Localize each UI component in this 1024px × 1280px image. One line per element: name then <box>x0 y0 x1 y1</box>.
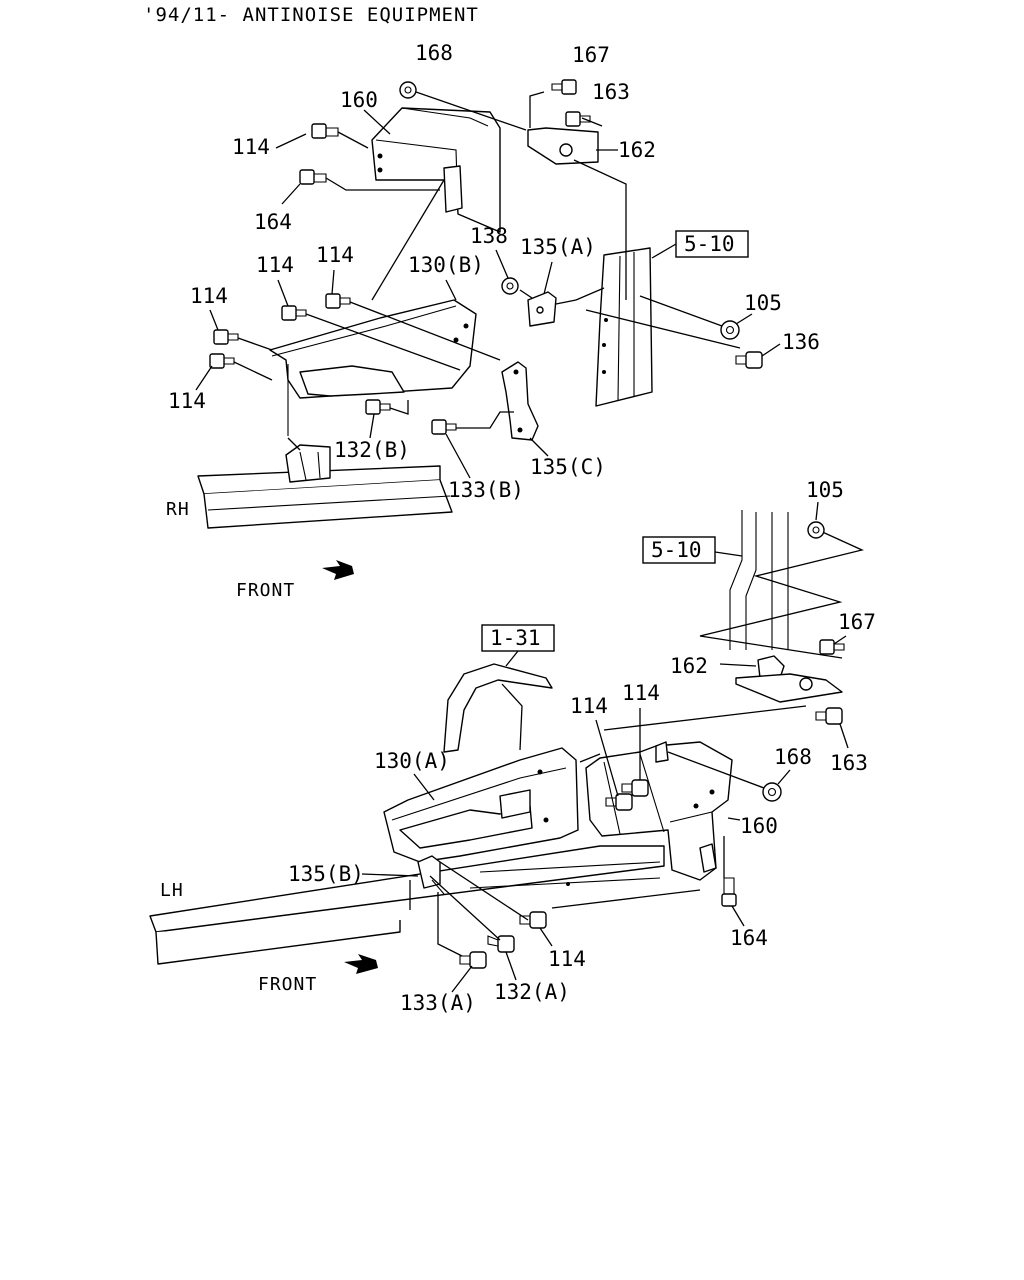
label-114: 114 <box>256 253 294 277</box>
bolt-icon <box>487 935 515 953</box>
lh-assembly: 5-10 1-31 105 167 162 114 114 130(A) 168… <box>149 478 876 1015</box>
lh-ref-box-5-10 <box>642 536 716 564</box>
label-162: 162 <box>618 138 656 162</box>
label-135b: 135(B) <box>288 862 364 886</box>
nut-icon <box>399 81 417 99</box>
label-164: 164 <box>254 210 292 234</box>
lh-ref-label-5-10: 5-10 <box>651 538 702 562</box>
bolt-icon <box>819 639 845 655</box>
lh-front-label: FRONT <box>258 974 317 995</box>
label-168: 168 <box>415 41 453 65</box>
label-167: 167 <box>572 43 610 67</box>
label-168: 168 <box>774 745 812 769</box>
lh-leader-lines <box>409 663 807 957</box>
bolt-icon <box>551 79 577 95</box>
front-arrow-icon <box>344 954 378 974</box>
label-163: 163 <box>830 751 868 775</box>
label-130b: 130(B) <box>408 253 484 277</box>
rh-side-label: RH <box>166 499 190 520</box>
bolt-icon <box>815 707 843 725</box>
rh-part-160-bracket <box>371 107 501 233</box>
bolt-icon <box>209 353 235 369</box>
bolt-icon <box>311 123 339 139</box>
bolt-icon <box>621 779 649 797</box>
rh-ref-box <box>675 230 749 258</box>
bolt-icon <box>281 305 307 321</box>
bolt-icon <box>735 351 763 369</box>
lh-fasteners <box>459 521 845 969</box>
label-133b: 133(B) <box>448 478 524 502</box>
lh-part-160-bracket <box>585 741 733 881</box>
label-114: 114 <box>168 389 206 413</box>
label-135a: 135(A) <box>520 235 596 259</box>
bolt-icon <box>605 793 633 811</box>
nut-icon <box>720 320 740 340</box>
label-114: 114 <box>570 694 608 718</box>
label-162: 162 <box>670 654 708 678</box>
rh-vertical-member <box>595 247 653 407</box>
label-114: 114 <box>190 284 228 308</box>
label-138: 138 <box>470 224 508 248</box>
nut-icon <box>501 277 519 295</box>
rh-part-135c-bracket <box>501 361 539 441</box>
lh-ref-box-1-31 <box>481 624 555 652</box>
bolt-icon <box>431 419 457 435</box>
label-132b: 132(B) <box>334 438 410 462</box>
rh-frame-rail <box>197 444 453 529</box>
bolt-icon <box>299 169 327 185</box>
label-114: 114 <box>232 135 270 159</box>
lh-frame-rail <box>149 845 665 965</box>
label-114: 114 <box>622 681 660 705</box>
lh-side-label: LH <box>160 880 184 901</box>
front-arrow-icon <box>322 560 354 580</box>
bolt-icon <box>325 293 351 309</box>
bolt-icon <box>459 951 487 969</box>
lh-ref-label-1-31: 1-31 <box>490 626 541 650</box>
bolt-icon <box>565 111 591 127</box>
label-133a: 133(A) <box>400 991 476 1015</box>
label-114: 114 <box>316 243 354 267</box>
label-160: 160 <box>740 814 778 838</box>
lh-part-1-31-duct <box>443 663 553 753</box>
label-105: 105 <box>806 478 844 502</box>
nut-icon <box>762 782 782 802</box>
label-132a: 132(A) <box>494 980 570 1004</box>
lh-part-130a-cover <box>383 747 579 863</box>
label-160: 160 <box>340 88 378 112</box>
rh-leader-lines <box>233 91 741 451</box>
label-164: 164 <box>730 926 768 950</box>
lh-part-162-clamp <box>735 655 843 703</box>
label-167: 167 <box>838 610 876 634</box>
bolt-icon <box>721 877 737 907</box>
rh-part-135a-bracket <box>527 291 557 327</box>
rh-front-label: FRONT <box>236 580 295 601</box>
diagram-title: '94/11- ANTINOISE EQUIPMENT <box>143 4 479 26</box>
bolt-icon <box>213 329 239 345</box>
label-135c: 135(C) <box>530 455 606 479</box>
bolt-icon <box>365 399 391 415</box>
bolt-icon <box>519 911 547 929</box>
label-163: 163 <box>592 80 630 104</box>
label-136: 136 <box>782 330 820 354</box>
label-114: 114 <box>548 947 586 971</box>
rh-part-162-clamp <box>527 127 599 165</box>
rh-part-130b-cover <box>269 299 477 436</box>
rh-assembly: 5-10 168 167 163 162 160 114 164 138 135… <box>166 41 820 601</box>
lh-vertical-member <box>699 510 864 659</box>
label-105: 105 <box>744 291 782 315</box>
rh-ref-label: 5-10 <box>684 232 735 256</box>
nut-icon <box>807 521 825 539</box>
label-130a: 130(A) <box>374 749 450 773</box>
